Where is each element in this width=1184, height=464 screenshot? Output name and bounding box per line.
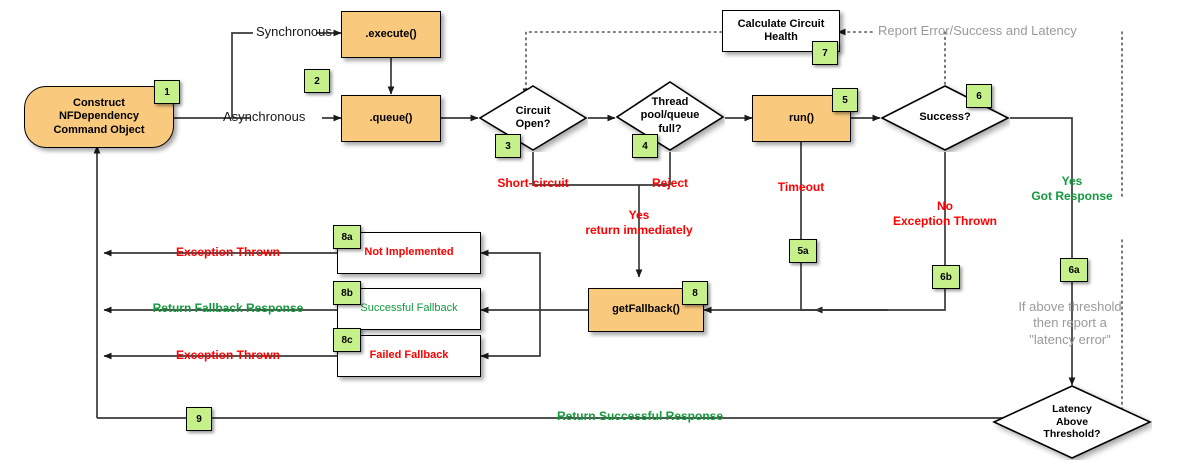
threadpool-line-3: full? — [658, 122, 682, 135]
edge-label-reject: Reject — [651, 176, 689, 190]
construct-line-3: Command Object — [53, 123, 145, 136]
badge-6a: 6a — [1060, 258, 1088, 282]
node-latency-above-threshold[interactable]: Latency Above Threshold? — [992, 384, 1152, 460]
node-failed-fallback-label: Failed Fallback — [369, 349, 449, 362]
edge-label-no-exception-thrown: No Exception Thrown — [893, 199, 997, 229]
construct-line-2: NFDependency — [58, 110, 140, 123]
node-run-label: run() — [788, 111, 815, 124]
node-calculate-circuit-health[interactable]: Calculate Circuit Health — [722, 10, 840, 52]
yes-got-line-2: Got Response — [1031, 189, 1113, 203]
node-successful-fallback-label: Successful Fallback — [360, 302, 458, 315]
node-latency-label: Latency Above Threshold? — [992, 384, 1152, 460]
note-latency-threshold: If above threshold then report a "latenc… — [1018, 299, 1121, 348]
edge-label-short-circuit: Short-circuit — [497, 176, 569, 190]
badge-6: 6 — [966, 84, 992, 108]
badge-8c: 8c — [333, 328, 361, 352]
edge-bus-failed-fallback — [480, 310, 541, 360]
note-report-error-success-latency: Report Error/Success and Latency — [878, 23, 1077, 38]
edge-label-synchronous: Synchronous — [256, 24, 332, 39]
edge-label-exception-thrown-c: Exception Thrown — [175, 348, 281, 362]
node-success-label: Success? — [919, 111, 971, 124]
edge-label-exception-thrown-a: Exception Thrown — [175, 245, 281, 259]
edge-label-return-fallback-response: Return Fallback Response — [152, 301, 304, 315]
threshold-note-line-3: "latency error" — [1029, 331, 1111, 347]
health-line-1: Calculate Circuit — [737, 17, 825, 30]
latency-line-3: Threshold? — [1043, 428, 1101, 441]
circuit-open-line-1: Circuit — [515, 104, 551, 117]
node-execute-label: .execute() — [365, 27, 417, 40]
edge-health-to-circuit-dotted — [525, 31, 723, 91]
node-execute[interactable]: .execute() — [341, 11, 441, 58]
edge-run-timeout — [800, 142, 888, 311]
badge-9: 9 — [186, 407, 212, 431]
threshold-note-line-1: If above threshold — [1018, 299, 1122, 314]
node-successful-fallback[interactable]: Successful Fallback — [337, 288, 481, 330]
node-not-implemented[interactable]: Not Implemented — [337, 232, 481, 274]
node-circuit-open-label: Circuit Open? — [478, 84, 588, 152]
node-not-implemented-label: Not Implemented — [364, 246, 454, 259]
badge-8a: 8a — [333, 225, 361, 249]
node-get-fallback[interactable]: getFallback() — [588, 288, 704, 332]
health-line-2: Health — [764, 31, 798, 43]
node-failed-fallback[interactable]: Failed Fallback — [337, 335, 481, 377]
edge-label-asynchronous: Asynchronous — [223, 109, 306, 124]
node-get-fallback-label: getFallback() — [612, 303, 680, 316]
threadpool-line-1: Thread — [651, 96, 689, 109]
badge-2: 2 — [304, 69, 330, 93]
node-queue[interactable]: .queue() — [341, 95, 441, 142]
latency-line-1: Latency — [1052, 403, 1092, 416]
construct-line-1: Construct — [73, 97, 125, 110]
node-construct-label: Construct NFDependency Command Object — [49, 97, 148, 137]
no-exception-line-2: Exception Thrown — [892, 214, 998, 228]
edge-success-no-exception — [814, 152, 946, 314]
badge-5: 5 — [832, 88, 858, 112]
badge-1: 1 — [154, 80, 180, 104]
badge-6b: 6b — [932, 265, 960, 289]
yes-immediate-line-2: return immediately — [585, 223, 693, 237]
edge-split-sync — [231, 32, 253, 118]
node-threadpool-full[interactable]: Thread pool/queue full? — [615, 80, 725, 152]
edge-circuit-shortcircuit — [532, 152, 639, 186]
badge-8: 8 — [682, 281, 708, 305]
threshold-note-line-2: then report a — [1033, 315, 1107, 331]
edge-label-timeout: Timeout — [777, 180, 825, 194]
circuit-open-line-2: Open? — [515, 118, 551, 130]
edge-label-yes-return-immediately: Yes return immediately — [585, 208, 692, 238]
edge-label-yes-got-response: Yes Got Response — [1031, 174, 1112, 204]
badge-7: 7 — [812, 41, 838, 65]
yes-immediate-line-1: Yes — [628, 208, 650, 222]
badge-5a: 5a — [789, 239, 817, 263]
latency-line-2: Above — [1055, 415, 1089, 428]
edge-bus-not-implemented — [480, 249, 541, 310]
edge-success-yes-latency — [1010, 117, 1076, 386]
badge-4: 4 — [632, 134, 658, 158]
no-exception-line-1: No — [936, 199, 953, 213]
node-threadpool-full-label: Thread pool/queue full? — [615, 80, 725, 152]
node-health-label: Calculate Circuit Health — [734, 18, 829, 44]
badge-8b: 8b — [333, 281, 361, 305]
yes-got-line-1: Yes — [1061, 174, 1083, 188]
node-queue-label: .queue() — [369, 111, 413, 124]
node-construct-command[interactable]: Construct NFDependency Command Object — [24, 86, 174, 148]
edge-label-return-successful-response: Return Successful Response — [556, 409, 724, 423]
badge-3: 3 — [495, 134, 521, 158]
threadpool-line-2: pool/queue — [640, 109, 700, 122]
